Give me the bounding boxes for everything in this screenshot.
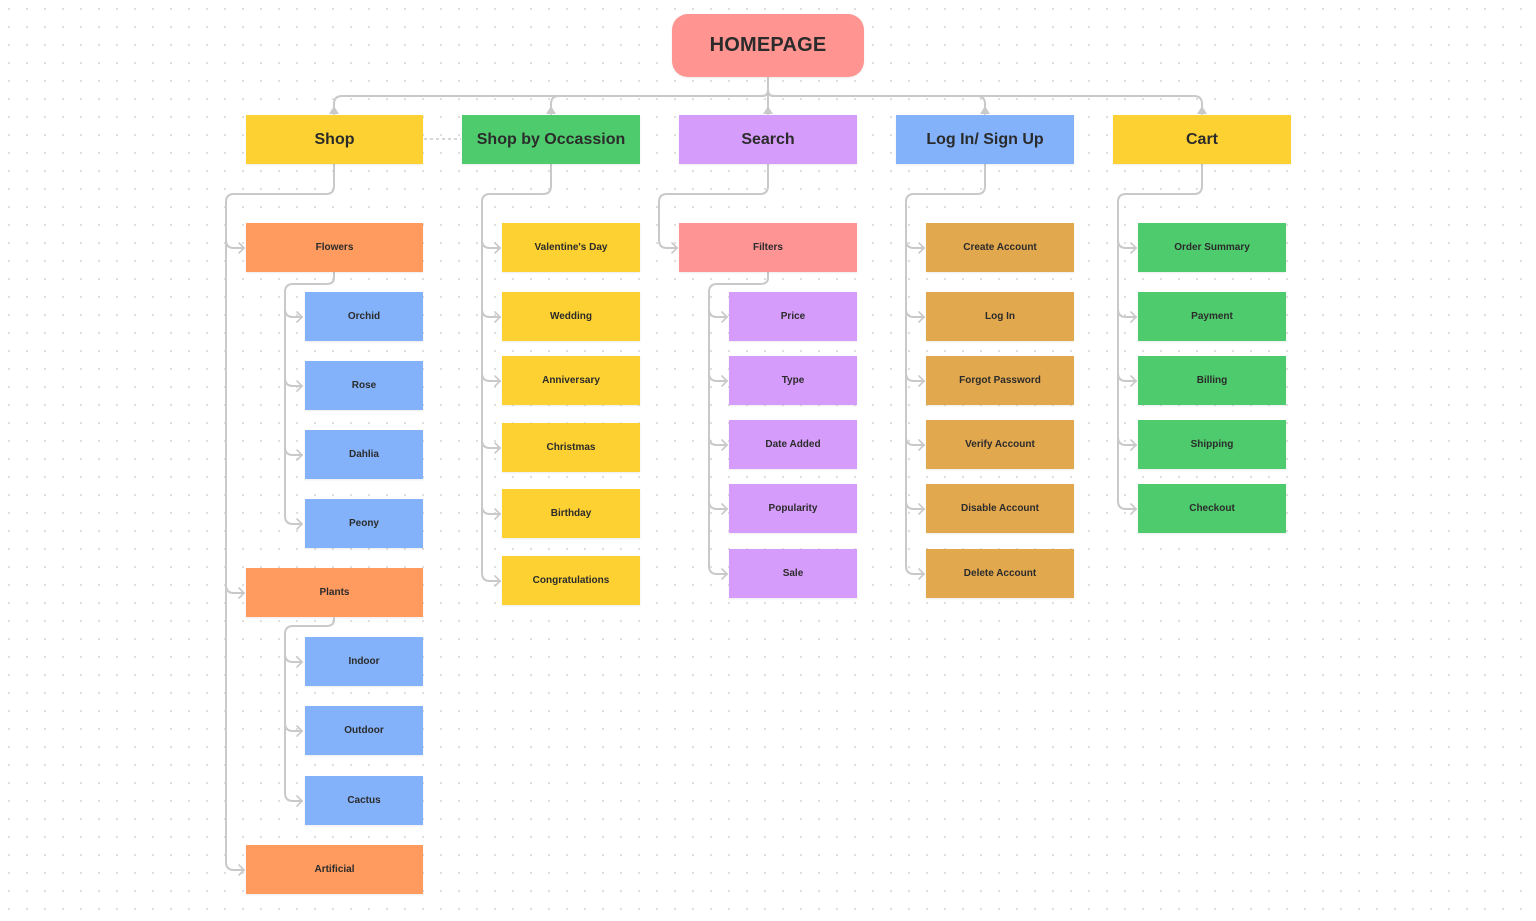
connector-log-in <box>905 308 925 318</box>
connector-price <box>708 308 728 318</box>
wedding-node[interactable]: Wedding <box>502 292 640 341</box>
sale-node[interactable]: Sale <box>729 549 857 598</box>
dahlia-node[interactable]: Dahlia <box>305 430 423 479</box>
cactus-node[interactable]: Cactus <box>305 776 423 825</box>
connector-occasion-main <box>481 163 552 582</box>
price-node[interactable]: Price <box>729 292 857 341</box>
order-summary-node[interactable]: Order Summary <box>1138 223 1286 272</box>
connector-christmas <box>481 439 501 449</box>
connector-shop-flowers <box>225 239 245 249</box>
verify-account-node[interactable]: Verify Account <box>926 420 1074 469</box>
date-added-node[interactable]: Date Added <box>729 420 857 469</box>
connector-type <box>708 372 728 382</box>
connector-forgot-password <box>905 372 925 382</box>
create-account-node[interactable]: Create Account <box>926 223 1074 272</box>
connector-outdoor <box>284 722 303 732</box>
log-in-node[interactable]: Log In <box>926 292 1074 341</box>
connector-login-main <box>905 163 986 575</box>
type-node[interactable]: Type <box>729 356 857 405</box>
rose-node[interactable]: Rose <box>305 361 423 410</box>
connector-shop-plants <box>225 584 245 594</box>
payment-node[interactable]: Payment <box>1138 292 1286 341</box>
delete-account-node[interactable]: Delete Account <box>926 549 1074 598</box>
connector-popularity <box>708 500 728 510</box>
connector-indoor <box>284 653 303 663</box>
connector-verify-account <box>905 436 925 446</box>
indoor-node[interactable]: Indoor <box>305 637 423 686</box>
connector-payment <box>1117 308 1137 318</box>
login-signup-node[interactable]: Log In/ Sign Up <box>896 115 1074 164</box>
congratulations-node[interactable]: Congratulations <box>502 556 640 605</box>
arrowheads-up <box>329 106 1207 114</box>
connector-search-main <box>658 163 769 249</box>
shop-by-occasion-node[interactable]: Shop by Occassion <box>462 115 640 164</box>
connector-root-occasion <box>550 77 769 115</box>
homepage-node[interactable]: HOMEPAGE <box>672 14 864 77</box>
connector-shop-main <box>225 163 335 871</box>
artificial-node[interactable]: Artificial <box>246 845 423 894</box>
valentines-day-node[interactable]: Valentine's Day <box>502 223 640 272</box>
flowers-node[interactable]: Flowers <box>246 223 423 272</box>
plants-node[interactable]: Plants <box>246 568 423 617</box>
shipping-node[interactable]: Shipping <box>1138 420 1286 469</box>
connector-shipping <box>1117 436 1137 446</box>
connector-create-account <box>905 239 925 249</box>
forgot-password-node[interactable]: Forgot Password <box>926 356 1074 405</box>
connector-date-added <box>708 436 728 446</box>
connector-wedding <box>481 308 501 318</box>
peony-node[interactable]: Peony <box>305 499 423 548</box>
connector-plants-children <box>284 617 335 802</box>
connector-disable-account <box>905 500 925 510</box>
shop-node[interactable]: Shop <box>246 115 423 164</box>
connector-flowers-children <box>284 271 335 525</box>
connector-order-summary <box>1117 239 1137 249</box>
billing-node[interactable]: Billing <box>1138 356 1286 405</box>
disable-account-node[interactable]: Disable Account <box>926 484 1074 533</box>
search-node[interactable]: Search <box>679 115 857 164</box>
filters-node[interactable]: Filters <box>679 223 857 272</box>
orchid-node[interactable]: Orchid <box>305 292 423 341</box>
connector-birthday <box>481 505 501 515</box>
connector-root-cart <box>767 77 1203 115</box>
connector-dahlia <box>284 446 303 456</box>
popularity-node[interactable]: Popularity <box>729 484 857 533</box>
birthday-node[interactable]: Birthday <box>502 489 640 538</box>
connector-anniversary <box>481 372 501 382</box>
connector-cart-main <box>1117 163 1203 510</box>
connector-rose <box>284 377 303 387</box>
outdoor-node[interactable]: Outdoor <box>305 706 423 755</box>
checkout-node[interactable]: Checkout <box>1138 484 1286 533</box>
connector-billing <box>1117 372 1137 382</box>
anniversary-node[interactable]: Anniversary <box>502 356 640 405</box>
connector-orchid <box>284 308 303 318</box>
christmas-node[interactable]: Christmas <box>502 423 640 472</box>
arrowheads-right <box>238 242 1137 876</box>
cart-node[interactable]: Cart <box>1113 115 1291 164</box>
connector-valentines <box>481 239 501 249</box>
connector-filters-children <box>708 271 769 575</box>
